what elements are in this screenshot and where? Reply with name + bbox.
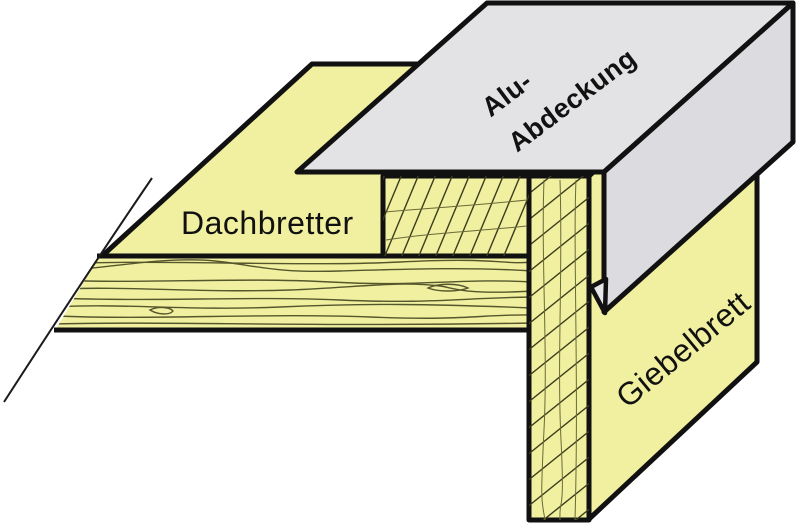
break-line-curve [3, 177, 153, 403]
wood-grain-lines [56, 259, 533, 326]
label-dachbretter: Dachbretter [181, 205, 354, 241]
strip-grain-lines [541, 179, 577, 520]
strip-outline [526, 173, 592, 523]
wood-board-face [56, 255, 533, 329]
strip-hatch-lines [529, 176, 589, 520]
giebelbrett-section-strip [526, 173, 592, 523]
section-hatch-lines [383, 176, 529, 256]
dachbretter-section-rect [380, 173, 532, 259]
alu-cap-side-flap [601, 0, 796, 315]
section-rect-outline [380, 173, 532, 259]
wood-grain-board [54, 253, 533, 333]
alu-cap-hem-fold [588, 276, 609, 316]
